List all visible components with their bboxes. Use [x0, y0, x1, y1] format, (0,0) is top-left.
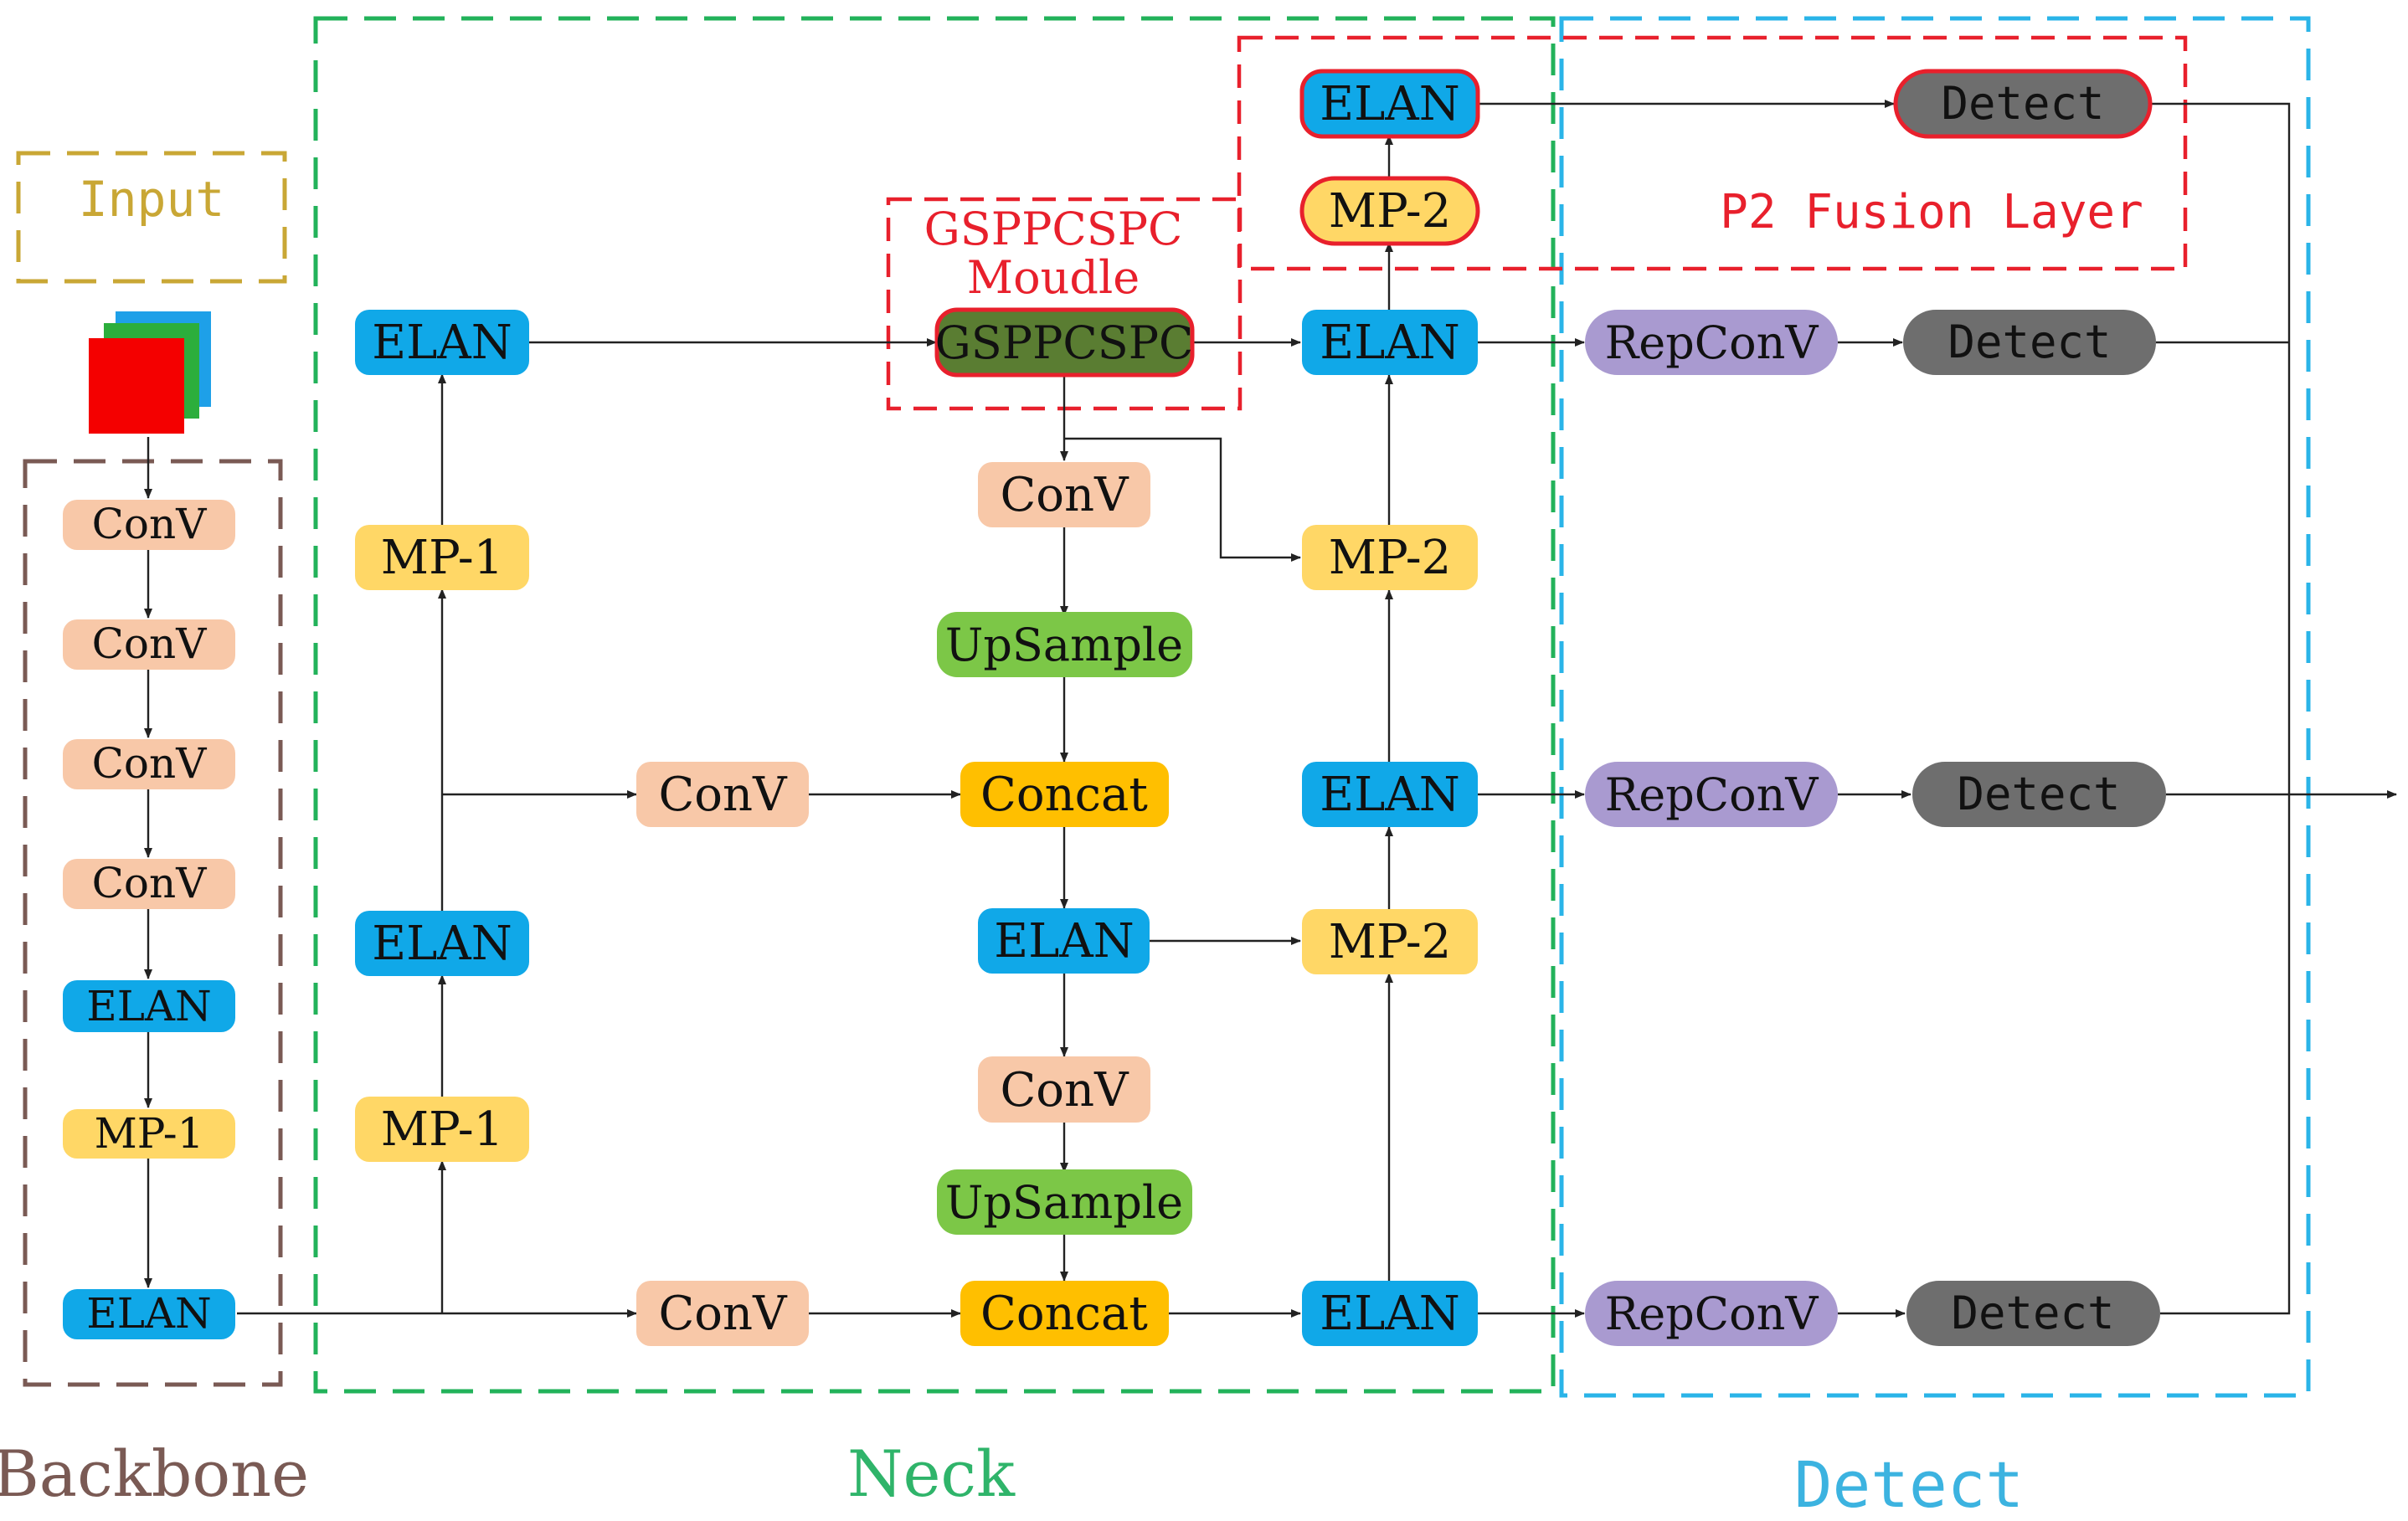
repconv-2	[1585, 762, 1838, 827]
backbone-conv-2	[63, 619, 235, 670]
neck-mid-column: GSPPCSPC Moudle GSPPCSPC ConV UpSample C…	[924, 203, 1195, 1346]
neck-mp1-top	[355, 525, 529, 590]
detect-section-label: Detect	[1794, 1447, 2025, 1521]
right-elan-bottom-label: ELAN	[1320, 1287, 1460, 1341]
detect-p2-label: Detect	[1941, 77, 2104, 130]
detect-frame	[1559, 16, 2311, 1398]
neck-elan-center	[978, 908, 1150, 974]
neck-concat-bottom	[960, 1281, 1169, 1346]
p2-mp2	[1299, 176, 1480, 246]
backbone-elan-1-label: ELAN	[86, 982, 212, 1030]
gsppcspc-block-label: GSPPCSPC	[935, 316, 1194, 369]
neck-elan-mid	[355, 911, 529, 976]
connector-lines	[144, 100, 2397, 1318]
backbone-column: ConV ConV ConV ConV ELAN MP-1 ELAN	[63, 500, 235, 1339]
backbone-section-label: Backbone	[0, 1436, 309, 1511]
neck-right-column: ELAN MP-2 ELAN MP-2 ELAN MP-2 ELAN	[1299, 69, 1480, 1346]
backbone-conv-3-label: ConV	[92, 739, 208, 788]
backbone-mp1-label: MP-1	[95, 1109, 204, 1158]
right-mp2-mid	[1302, 909, 1478, 974]
detect-3-label: Detect	[1951, 1287, 2114, 1339]
input-label: Input	[79, 171, 225, 228]
detect-2	[1912, 762, 2166, 827]
backbone-frame	[23, 459, 283, 1387]
right-elan-top	[1302, 310, 1478, 375]
neck-elan-mid-label: ELAN	[372, 917, 512, 971]
neck-upsample-bottom	[937, 1169, 1192, 1235]
repconv-3-label: RepConV	[1605, 1287, 1819, 1340]
neck-frame	[313, 16, 1556, 1394]
detect-p2	[1893, 69, 2153, 139]
repconv-3	[1585, 1281, 1838, 1346]
backbone-conv-1-label: ConV	[92, 500, 208, 548]
backbone-elan-1	[63, 980, 235, 1032]
neck-concat-top-label: Concat	[980, 768, 1148, 822]
backbone-elan-2	[63, 1289, 235, 1339]
head-column: P2 Fusion Layer Detect RepConV Detect Re…	[1585, 69, 2166, 1346]
neck-upsample-top	[937, 612, 1192, 677]
right-elan-mid	[1302, 762, 1478, 827]
neck-elan-top	[355, 310, 529, 375]
neck-upsample-bottom-label: UpSample	[945, 1176, 1183, 1229]
neck-mp1-bottom	[355, 1097, 529, 1162]
gsppcspc-block	[934, 307, 1195, 378]
neck-conv-side-bottom	[636, 1281, 809, 1346]
right-mp2-mid-label: MP-2	[1329, 915, 1452, 969]
right-mp2-top	[1302, 525, 1478, 590]
gsppcspc-title-line2: Moudle	[967, 251, 1140, 304]
input-image-icon	[89, 311, 211, 434]
neck-conv-side-top-label: ConV	[658, 768, 788, 822]
right-elan-mid-label: ELAN	[1320, 768, 1460, 822]
neck-concat-top	[960, 762, 1169, 827]
neck-conv-top	[978, 462, 1150, 527]
backbone-conv-4	[63, 859, 235, 909]
neck-conv-side-top	[636, 762, 809, 827]
neck-conv-mid	[978, 1056, 1150, 1123]
repconv-1-label: RepConV	[1605, 316, 1819, 369]
backbone-mp1	[63, 1109, 235, 1159]
neck-concat-bottom-label: Concat	[980, 1287, 1148, 1341]
detect-3	[1906, 1281, 2160, 1346]
neck-conv-top-label: ConV	[1000, 468, 1129, 522]
p2-elan-label: ELAN	[1320, 77, 1460, 131]
neck-conv-mid-label: ConV	[1000, 1063, 1129, 1118]
detect-2-label: Detect	[1957, 768, 2120, 820]
backbone-conv-1	[63, 500, 235, 550]
right-mp2-top-label: MP-2	[1329, 531, 1452, 585]
detect-1	[1903, 310, 2156, 375]
repconv-2-label: RepConV	[1605, 768, 1819, 821]
neck-conv-side-bottom-label: ConV	[658, 1287, 788, 1341]
p2-fusion-layer-label: P2 Fusion Layer	[1720, 185, 2143, 239]
neck-left-column: ELAN MP-1 ELAN MP-1 ConV ConV	[355, 310, 809, 1346]
neck-mp1-top-label: MP-1	[381, 531, 504, 585]
neck-elan-top-label: ELAN	[372, 316, 512, 370]
backbone-conv-2-label: ConV	[92, 619, 208, 668]
neck-upsample-top-label: UpSample	[945, 619, 1183, 671]
gsppcspc-title-line1: GSPPCSPC	[924, 203, 1183, 255]
p2-mp2-label: MP-2	[1329, 184, 1452, 239]
detect-1-label: Detect	[1947, 316, 2111, 368]
right-elan-top-label: ELAN	[1320, 316, 1460, 370]
p2-elan	[1299, 69, 1480, 139]
right-elan-bottom	[1302, 1281, 1478, 1346]
backbone-elan-2-label: ELAN	[86, 1289, 212, 1338]
backbone-conv-3	[63, 739, 235, 789]
repconv-1	[1585, 310, 1838, 375]
neck-mp1-bottom-label: MP-1	[381, 1102, 504, 1157]
p2-fusion-layer-frame	[1237, 35, 2188, 271]
neck-elan-center-label: ELAN	[994, 914, 1135, 969]
backbone-conv-4-label: ConV	[92, 859, 208, 907]
neck-section-label: Neck	[847, 1436, 1016, 1511]
